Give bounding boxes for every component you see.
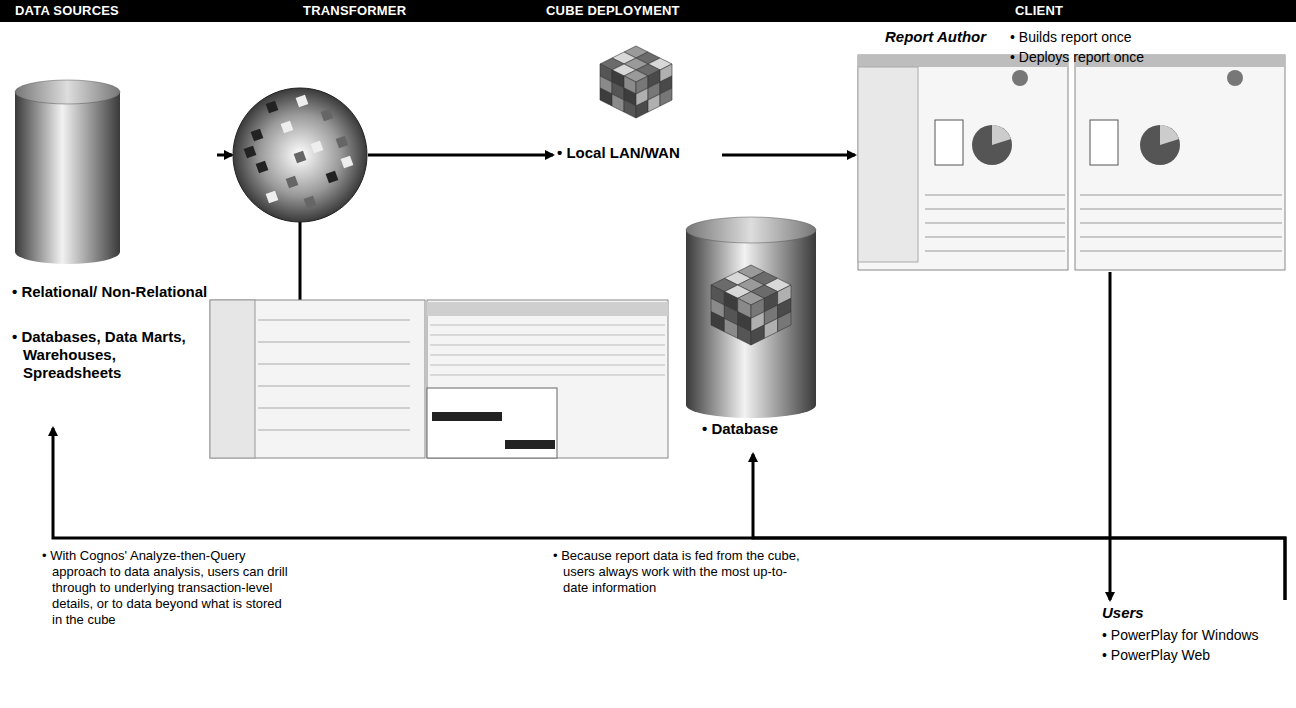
database-node: • Database bbox=[680, 212, 837, 454]
arrow-connector bbox=[217, 154, 232, 157]
arrow-connector bbox=[368, 154, 553, 157]
bullet-text: • Relational/ Non-Relational bbox=[12, 283, 213, 301]
note: • Because report data is fed from the cu… bbox=[553, 548, 808, 596]
column-header: DATA SOURCES bbox=[15, 3, 119, 18]
arrow-connector bbox=[722, 154, 855, 157]
note: • With Cognos' Analyze-then-Query approa… bbox=[42, 548, 292, 628]
sphere-shape bbox=[232, 87, 368, 223]
bullet-text: • PowerPlay Web bbox=[1102, 646, 1210, 664]
node-heading: Report Author bbox=[885, 28, 986, 45]
bullet-text: • Databases, Data Marts, Warehouses, Spr… bbox=[12, 328, 213, 382]
arrow-connector bbox=[753, 454, 1285, 600]
arrow-connector bbox=[1109, 272, 1112, 600]
column-header: CUBE DEPLOYMENT bbox=[546, 3, 680, 18]
column-header: TRANSFORMER bbox=[303, 3, 406, 18]
data-source-node: • Relational/ Non-Relational • Databases,… bbox=[8, 78, 217, 428]
bullet-text: • Database bbox=[702, 420, 833, 438]
users-node: Users • PowerPlay for Windows • PowerPlay … bbox=[1098, 600, 1292, 700]
column-header: CLIENT bbox=[1015, 3, 1063, 18]
bullet-text: • Deploys report once bbox=[1010, 48, 1144, 66]
transformer-sphere bbox=[232, 87, 368, 223]
bullet-text: • PowerPlay for Windows bbox=[1102, 626, 1259, 644]
cube-node: • Local LAN/WAN bbox=[553, 40, 722, 170]
bullet-text: • Local LAN/WAN bbox=[557, 144, 718, 162]
node-heading: Users bbox=[1102, 604, 1144, 621]
report-author-node: Report Author • Builds report once • Deplo… bbox=[855, 24, 1293, 272]
bullet-text: • Builds report once bbox=[1010, 28, 1132, 46]
